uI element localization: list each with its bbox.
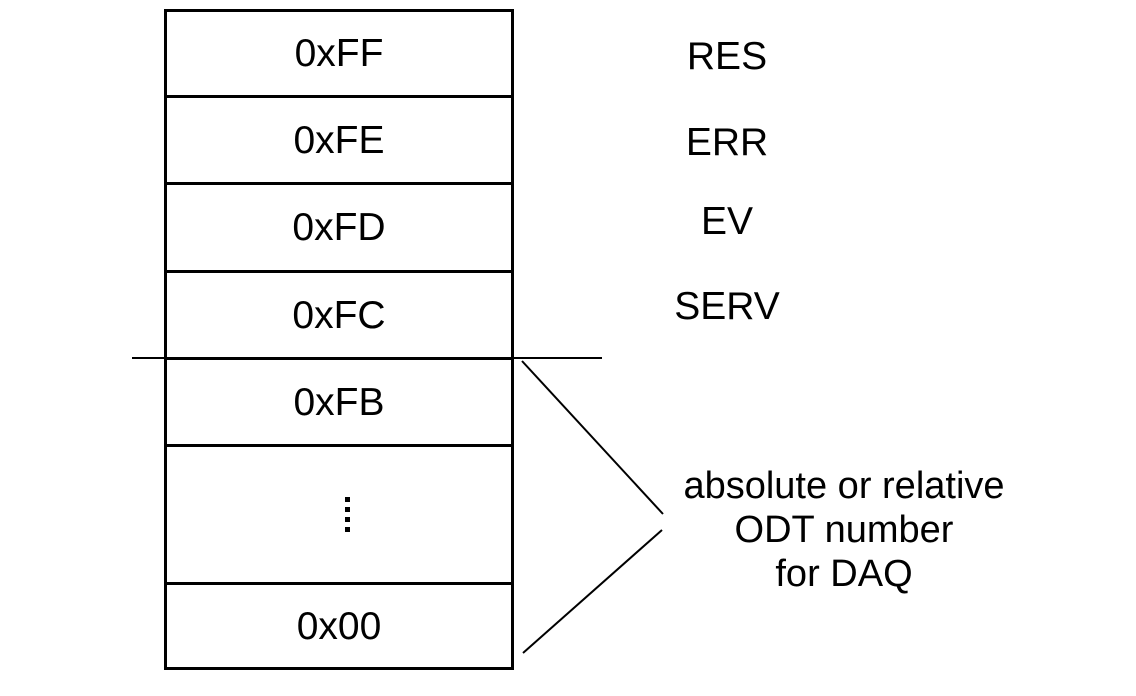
memory-row-0x00: 0x00 [167,582,511,667]
daq-boundary-line [132,357,602,359]
ellipsis-dot [344,497,350,502]
memory-row-0xfd: 0xFD [167,182,511,270]
memory-row-ellipsis [167,444,511,582]
annotation-line-2: ODT number [734,509,954,551]
memory-row-0xff: 0xFF [167,12,511,95]
cell-value-0xfd: 0xFD [292,206,386,249]
ellipsis-dot [344,507,350,512]
pid-memory-map-box: 0xFF 0xFE 0xFD 0xFC 0xFB 0x00 [164,9,514,670]
ellipsis-dot [344,517,350,522]
label-serv: SERV [674,285,780,328]
cell-value-0xfb: 0xFB [293,380,385,424]
brace-lower-line [522,529,663,654]
label-err: ERR [685,121,769,164]
brace-upper-line [521,360,664,515]
label-ev: EV [700,200,754,243]
cell-value-0x00: 0x00 [296,604,382,648]
cell-value-0xff: 0xFF [294,32,384,75]
annotation-line-1: absolute or relative [683,465,1005,507]
cell-value-0xfc: 0xFC [292,293,386,337]
vertical-ellipsis-icon [344,497,350,532]
memory-row-0xfe: 0xFE [167,95,511,182]
ellipsis-dot [344,527,350,532]
label-res: RES [686,35,768,78]
memory-row-0xfc: 0xFC [167,270,511,357]
memory-row-0xfb: 0xFB [167,357,511,444]
cell-value-0xfe: 0xFE [293,118,385,162]
annotation-line-3: for DAQ [775,553,913,595]
daq-annotation: absolute or relative ODT number for DAQ [668,464,1020,596]
